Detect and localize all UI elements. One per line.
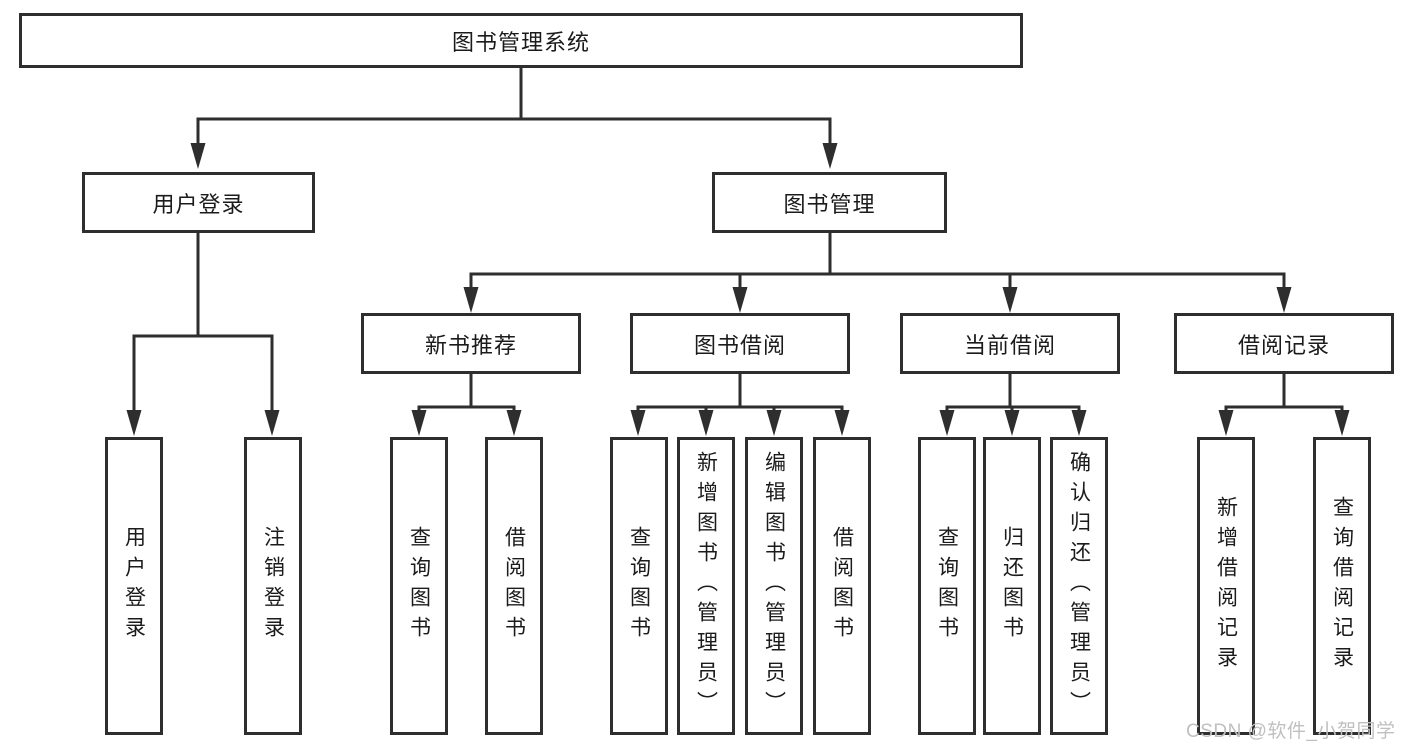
leaf-add-books-admin: 新增图书（管理员） xyxy=(677,437,735,735)
arrowhead xyxy=(1004,410,1020,436)
connector-bookmgmt-split xyxy=(469,233,1286,306)
leaf-borrow-books-recommend: 借阅图书 xyxy=(485,437,543,735)
node-borrowing-records: 借阅记录 xyxy=(1174,313,1394,374)
arrowhead xyxy=(1276,287,1292,313)
leaf-query-books-recommend: 查询图书 xyxy=(390,437,448,735)
leaf-query-books-borrowing: 查询图书 xyxy=(610,437,668,735)
node-current-borrowing: 当前借阅 xyxy=(900,313,1120,374)
arrowhead xyxy=(1002,287,1018,313)
connector-newbook-split xyxy=(417,374,516,428)
arrowhead xyxy=(766,410,782,436)
leaf-borrow-books-borrowing: 借阅图书 xyxy=(813,437,871,735)
arrowhead xyxy=(126,410,142,436)
node-library-system: 图书管理系统 xyxy=(19,13,1023,68)
arrowhead xyxy=(1334,410,1350,436)
leaf-confirm-return-admin: 确认归还（管理员） xyxy=(1050,437,1108,735)
node-new-book-recommend: 新书推荐 xyxy=(361,313,581,374)
leaf-return-books: 归还图书 xyxy=(983,437,1041,735)
arrowhead xyxy=(190,143,206,169)
connector-root-split xyxy=(196,66,832,160)
connector-borrowing-split xyxy=(636,374,844,428)
arrowhead xyxy=(630,410,646,436)
node-user-login: 用户登录 xyxy=(82,172,315,233)
node-book-borrowing: 图书借阅 xyxy=(630,313,850,374)
arrowhead xyxy=(834,410,850,436)
leaf-logout: 注销登录 xyxy=(244,437,302,735)
watermark: CSDN @软件_小贺同学 xyxy=(1186,721,1396,742)
arrowhead xyxy=(732,287,748,313)
arrowhead xyxy=(463,287,479,313)
arrowhead xyxy=(698,410,714,436)
arrowhead xyxy=(1071,410,1087,436)
connector-current-split xyxy=(945,374,1081,428)
arrowhead xyxy=(1218,410,1234,436)
connector-userlogin-split xyxy=(132,233,274,428)
arrowhead xyxy=(264,410,280,436)
leaf-query-books-current: 查询图书 xyxy=(918,437,976,735)
arrowhead xyxy=(506,410,522,436)
arrowhead xyxy=(822,143,838,169)
arrowhead xyxy=(939,410,955,436)
leaf-user-login: 用户登录 xyxy=(105,437,163,735)
leaf-edit-books-admin: 编辑图书（管理员） xyxy=(745,437,803,735)
node-book-management: 图书管理 xyxy=(712,172,947,233)
leaf-query-borrow-record: 查询借阅记录 xyxy=(1313,437,1371,735)
connector-records-split xyxy=(1224,374,1344,428)
leaf-add-borrow-record: 新增借阅记录 xyxy=(1197,437,1255,735)
arrowhead xyxy=(411,410,427,436)
